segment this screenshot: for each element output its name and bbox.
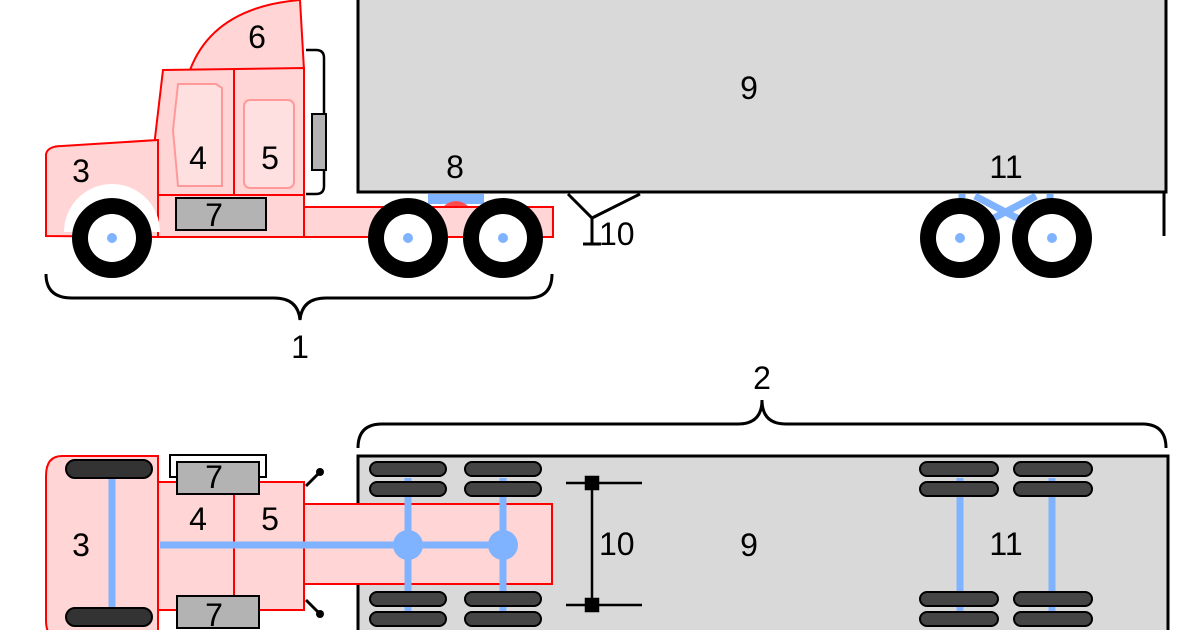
landing-gear-top bbox=[566, 475, 642, 613]
cab-window-front bbox=[171, 83, 223, 187]
label-tractor: 1 bbox=[291, 329, 309, 365]
tractor-top bbox=[45, 454, 553, 635]
trailer-body-side bbox=[356, 0, 1168, 194]
label-tank-top-upper: 7 bbox=[205, 459, 223, 495]
front-tire-top-lower bbox=[65, 607, 153, 627]
mirror-lower bbox=[304, 598, 324, 618]
label-cab-front-top: 4 bbox=[189, 501, 207, 537]
label-cab-rear-top: 5 bbox=[261, 501, 279, 537]
label-fairing: 6 bbox=[248, 19, 266, 55]
side-view: 6 9 3 4 5 7 8 11 10 1 bbox=[44, 0, 1168, 365]
mirror-upper bbox=[304, 468, 324, 488]
label-hood-top: 3 bbox=[72, 527, 90, 563]
drive-wheel-2-side bbox=[463, 198, 543, 278]
label-trailer-body-side: 9 bbox=[740, 70, 758, 106]
fifth-wheel-side bbox=[428, 194, 484, 206]
label-landing-gear-top: 10 bbox=[599, 526, 635, 562]
exhaust-stack-side bbox=[306, 48, 327, 196]
hood-top bbox=[45, 455, 159, 635]
tractor-side bbox=[44, 0, 554, 321]
label-trailer-axles-side: 11 bbox=[989, 149, 1022, 185]
tractor-brace bbox=[44, 273, 554, 321]
label-hood-side: 3 bbox=[72, 153, 90, 189]
fuel-tank-top-lower bbox=[176, 595, 260, 629]
differential-1 bbox=[393, 530, 423, 560]
label-trailer: 2 bbox=[753, 360, 771, 396]
trailer-side bbox=[356, 0, 1168, 278]
label-trailer-axles-top: 11 bbox=[989, 526, 1022, 562]
differential-2 bbox=[488, 530, 518, 560]
label-tank-side: 7 bbox=[205, 197, 223, 233]
trailer-wheel-1 bbox=[920, 198, 1000, 278]
fuel-tank-top-upper bbox=[169, 454, 267, 495]
front-tire-top-upper bbox=[65, 459, 153, 479]
trailer-axles-top bbox=[919, 461, 1093, 627]
top-view: 2 bbox=[45, 360, 1170, 635]
label-tank-top-lower: 7 bbox=[205, 597, 223, 630]
fuel-tank-side bbox=[175, 197, 267, 231]
landing-gear-side bbox=[566, 192, 641, 246]
label-fifth-wheel: 8 bbox=[446, 149, 464, 185]
drive-wheel-1-side bbox=[368, 198, 448, 278]
label-trailer-body-top: 9 bbox=[740, 527, 758, 563]
drive-tires-top bbox=[369, 461, 542, 627]
roof-fairing-side bbox=[188, 0, 306, 71]
trailer-wheel-2 bbox=[1012, 198, 1092, 278]
trailer-brace bbox=[356, 399, 1168, 449]
label-cab-front-side: 4 bbox=[189, 140, 207, 176]
front-wheel-side bbox=[64, 184, 160, 278]
cab-window-rear bbox=[243, 99, 295, 189]
label-landing-gear-side: 10 bbox=[599, 216, 635, 252]
label-cab-rear-side: 5 bbox=[261, 140, 279, 176]
